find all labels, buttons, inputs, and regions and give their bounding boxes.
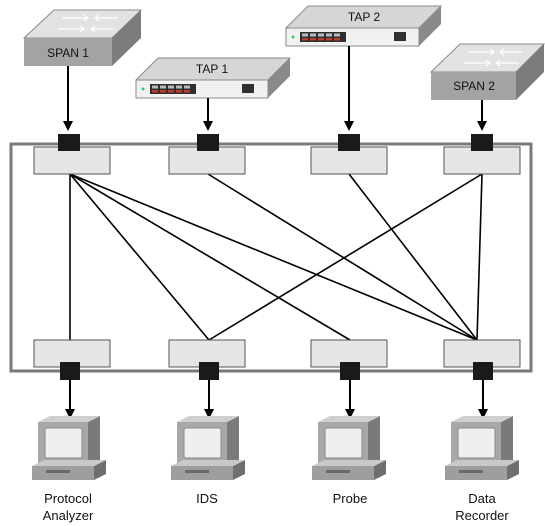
span1-label: SPAN 1 — [47, 46, 89, 60]
input-port-4 — [443, 146, 521, 175]
input-connector-4 — [471, 134, 493, 151]
tap1-device: TAP 1 — [134, 57, 292, 99]
input-port-3 — [310, 146, 388, 175]
data-recorder-label-line1: Data — [468, 491, 496, 506]
tap2-label: TAP 2 — [348, 10, 381, 24]
connection-line — [69, 173, 210, 341]
span2-switch: SPAN 2 — [429, 43, 545, 100]
data-recorder-label-line2: Recorder — [455, 508, 509, 523]
computer-icon — [32, 416, 106, 480]
probe-label: Probe — [333, 491, 368, 506]
protocol-analyzer-label-line2: Analyzer — [43, 508, 94, 523]
input-ports — [33, 134, 521, 175]
span2-label: SPAN 2 — [453, 79, 495, 93]
connection-line — [208, 173, 483, 341]
output-connector-3 — [340, 362, 360, 380]
span1-switch: SPAN 1 — [22, 9, 143, 66]
computer-icon — [171, 416, 245, 480]
connection-line — [476, 173, 483, 341]
computer-icon — [312, 416, 386, 480]
tap2-device: TAP 2 — [284, 5, 443, 47]
switch-arrows-icon — [464, 48, 523, 67]
input-port-1 — [33, 146, 111, 175]
output-connector-4 — [473, 362, 493, 380]
output-connector-1 — [60, 362, 80, 380]
aggregator-frame — [9, 142, 533, 373]
connection-lines — [69, 173, 483, 341]
connection-line — [207, 173, 478, 341]
computer-icon — [445, 416, 519, 480]
ids-label: IDS — [196, 491, 218, 506]
connection-line — [69, 173, 478, 341]
switch-arrows-icon — [58, 14, 118, 33]
tap2-port-strip — [291, 32, 406, 42]
input-port-2 — [168, 146, 246, 175]
input-connector-3 — [338, 134, 360, 151]
tap1-port-strip — [141, 84, 254, 94]
connection-line — [348, 173, 478, 341]
output-connector-2 — [199, 362, 219, 380]
connection-line — [69, 173, 351, 341]
input-connector-2 — [197, 134, 219, 151]
protocol-analyzer-label-line1: Protocol — [44, 491, 92, 506]
output-ports — [33, 339, 521, 380]
tap1-label: TAP 1 — [196, 62, 229, 76]
input-connector-1 — [58, 134, 80, 151]
